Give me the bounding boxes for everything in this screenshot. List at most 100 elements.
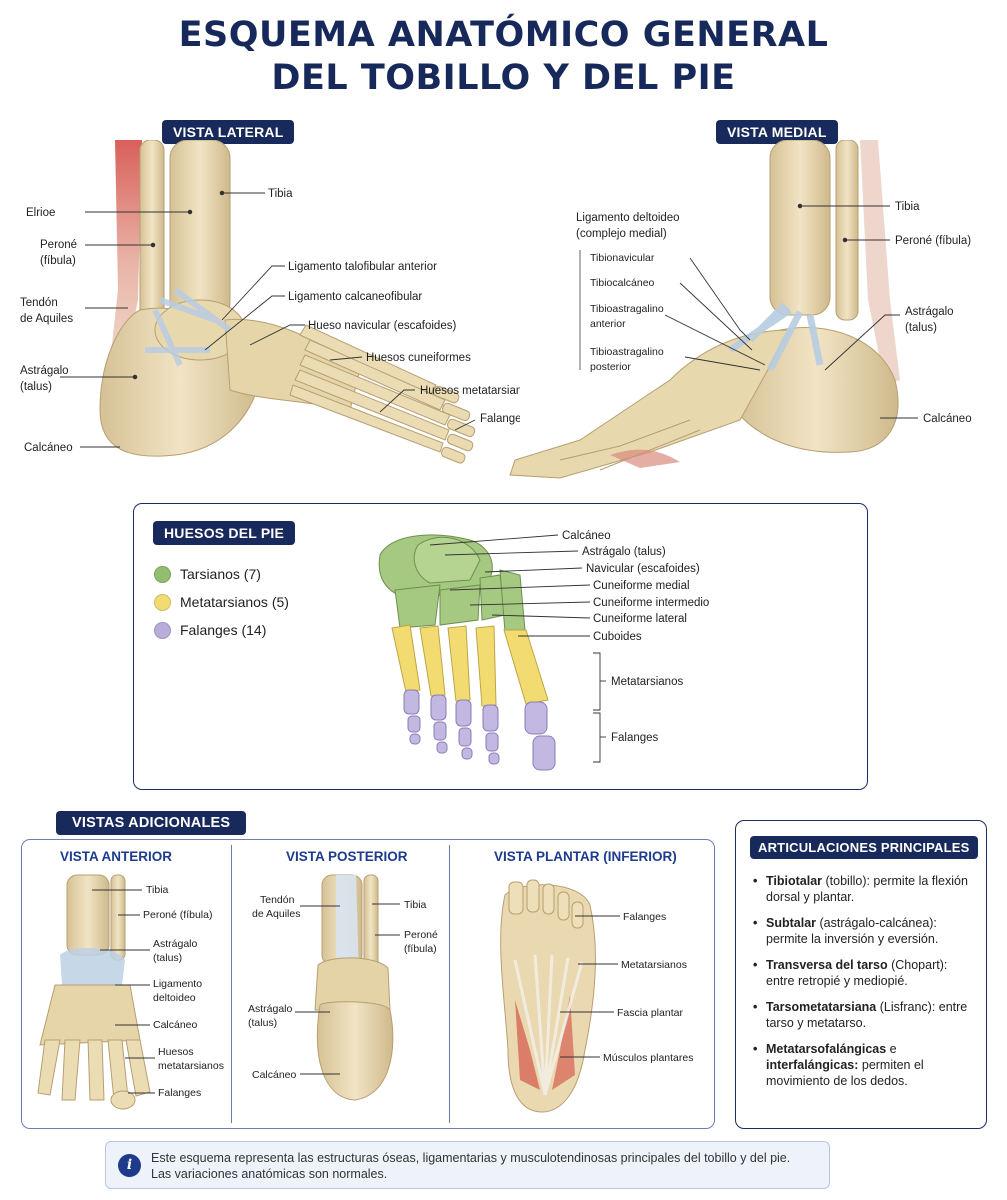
joint-item-chopart: Transversa del tarso (Chopart): entre re… [752,957,978,989]
additional-views-badge: VISTAS ADICIONALES [56,811,247,835]
posterior-label-aquiles: de Aquiles [252,908,300,920]
lateral-label-aquiles: de Aquiles [20,313,73,325]
plantar-label-falanges: Falanges [623,911,666,923]
posterior-label-astragalo: Astrágalo [248,1003,293,1015]
anterior-label-ligamento: Ligamento [153,978,202,990]
posterior-label-fibula: (fíbula) [404,943,437,955]
legend-item-tarsianos: Tarsianos (7) [154,560,289,588]
medial-label-ta-anterior-2: anterior [590,318,626,330]
plantar-label-fascia: Fascia plantar [617,1007,683,1019]
phalanx-color-swatch [154,621,171,639]
posterior-label-talus: (talus) [248,1017,277,1029]
lateral-label-cuneiformes: Huesos cuneiformes [366,352,471,364]
phalanx-bones [403,689,556,771]
posterior-label-perone: Peroné [404,929,438,941]
joint-connector: e [886,1042,897,1056]
views-divider-2 [449,845,450,1123]
medial-label-ta-anterior: Tibioastragalino [590,303,664,315]
joints-list: Tibiotalar (tobillo): permite la flexión… [752,873,978,1099]
medial-label-tibionavicular: Tibionavicular [590,252,655,264]
metatarsal-bones [391,624,549,707]
joint-description: (Chopart): entre retropié y mediopié. [766,958,948,988]
bones-label-cuneiforme-lateral: Cuneiforme lateral [593,613,687,625]
metatarsal-color-swatch [154,593,171,611]
plantar-label-musculos: Músculos plantares [603,1052,693,1064]
anterior-view-title: VISTA ANTERIOR [60,849,173,864]
plantar-label-metatarsianos: Metatarsianos [621,959,687,971]
medial-tendon-shape [860,140,900,385]
joint-name: Tibiotalar [766,874,823,888]
anterior-label-calcaneo: Calcáneo [153,1019,198,1031]
bones-illustration: Calcáneo Astrágalo (talus) Navicular (es… [378,530,709,771]
joints-badge: ARTICULACIONES PRINCIPALES [750,836,978,859]
lateral-label-tibia: Tibia [268,188,293,200]
anterior-label-metatarsianos: metatarsianos [158,1060,224,1072]
bones-panel [133,503,868,790]
page-title: ESQUEMA ANATÓMICO GENERAL DEL TOBILLO Y … [0,14,1007,100]
bones-label-cuboides: Cuboides [593,631,642,643]
bones-label-navicular: Navicular (escafoides) [586,563,700,575]
bones-leader-lines [429,534,606,763]
joint-name: Subtalar [766,916,817,930]
medial-label-tibiocalcaneo: Tibiocalcáneo [590,277,655,289]
medial-fibula-shape [835,140,859,321]
posterior-label-calcaneo: Calcáneo [252,1069,297,1081]
joint-description: (astrágalo-calcánea): permite la inversi… [766,916,939,946]
anterior-label-talus: (talus) [153,952,182,964]
lateral-label-talus: (talus) [20,381,52,393]
lateral-label-fibula: (fíbula) [40,255,76,267]
lateral-label-tendon: Tendón [20,297,58,309]
plantar-view-title: VISTA PLANTAR (INFERIOR) [494,849,677,864]
lateral-label-lig-talofibular: Ligamento talofibular anterior [288,261,437,273]
bones-label-falanges: Falanges [611,732,659,744]
title-line-2: DEL TOBILLO Y DEL PIE [271,58,736,98]
posterior-view-illustration: Tendón de Aquiles Tibia Peroné (fíbula) … [248,874,438,1101]
joint-description: (Lisfranc): entre tarso y metatarso. [766,1000,968,1030]
info-note-line-2: Las variaciones anatómicas son normales. [151,1167,388,1181]
medial-label-tibia: Tibia [895,201,920,213]
info-note: i Este esquema representa las estructura… [105,1141,830,1189]
anterior-label-perone: Peroné (fíbula) [143,909,212,921]
medial-muscle-shape [610,449,680,468]
medial-label-deltoid: Ligamento deltoideo [576,212,680,224]
medial-label-ta-posterior-2: posterior [590,361,631,373]
bones-badge: HUESOS DEL PIE [153,521,296,545]
posterior-view-title: VISTA POSTERIOR [286,849,408,864]
posterior-label-tibia: Tibia [404,899,427,911]
phalanges-shape [432,385,476,464]
medial-label-astragalo: Astrágalo [905,306,954,318]
lateral-label-perone: Peroné [40,239,77,251]
joint-item-subtalar: Subtalar (astrágalo-calcánea): permite l… [752,915,978,947]
joint-name: Transversa del tarso [766,958,888,972]
lateral-label-elrioe: Elrioe [26,207,55,219]
lateral-label-calcaneo: Calcáneo [24,442,73,454]
tarsal-bones [378,534,526,633]
tarsal-color-swatch [154,565,171,583]
bones-label-metatarsianos: Metatarsianos [611,676,683,688]
legend-label-falanges: Falanges (14) [180,622,267,638]
bones-label-calcaneo: Calcáneo [562,530,611,542]
lateral-view-illustration: Tibia Elrioe Peroné (fíbula) Tendón de A… [20,140,520,464]
deltoid-ligament-shape [728,302,824,372]
lateral-label-lig-calcaneofibular: Ligamento calcaneofibular [288,291,422,303]
lateral-leader-lines [60,190,476,448]
medial-label-deltoid-complex: (complejo medial) [576,228,667,240]
plantar-view-illustration: Falanges Metatarsianos Fascia plantar Mú… [500,879,693,1113]
anterior-label-huesos: Huesos [158,1046,194,1058]
legend-label-metatarsianos: Metatarsianos (5) [180,594,289,610]
metatarsals-shape [289,324,451,453]
anterior-label-deltoideo: deltoideo [153,992,196,1004]
legend-item-falanges: Falanges (14) [154,616,289,644]
anterior-view-illustration: Tibia Peroné (fíbula) Astrágalo (talus) … [37,874,224,1110]
info-note-line-1: Este esquema representa las estructuras … [151,1151,791,1165]
bones-legend: Tarsianos (7) Metatarsianos (5) Falanges… [154,560,289,644]
medial-label-calcaneo: Calcáneo [923,413,972,425]
joint-name-2: interfalángicas: [766,1058,859,1072]
anterior-label-astragalo: Astrágalo [153,938,198,950]
joint-item-toes: Metatarsofalángicas e interfalángicas: p… [752,1041,978,1089]
lateral-label-metatarsianos: Huesos metatarsianos [420,385,520,397]
joint-name: Tarsometatarsiana [766,1000,877,1014]
info-icon: i [118,1154,141,1177]
joint-description: permiten el movimiento de los dedos. [766,1058,924,1088]
views-divider-1 [231,845,232,1123]
